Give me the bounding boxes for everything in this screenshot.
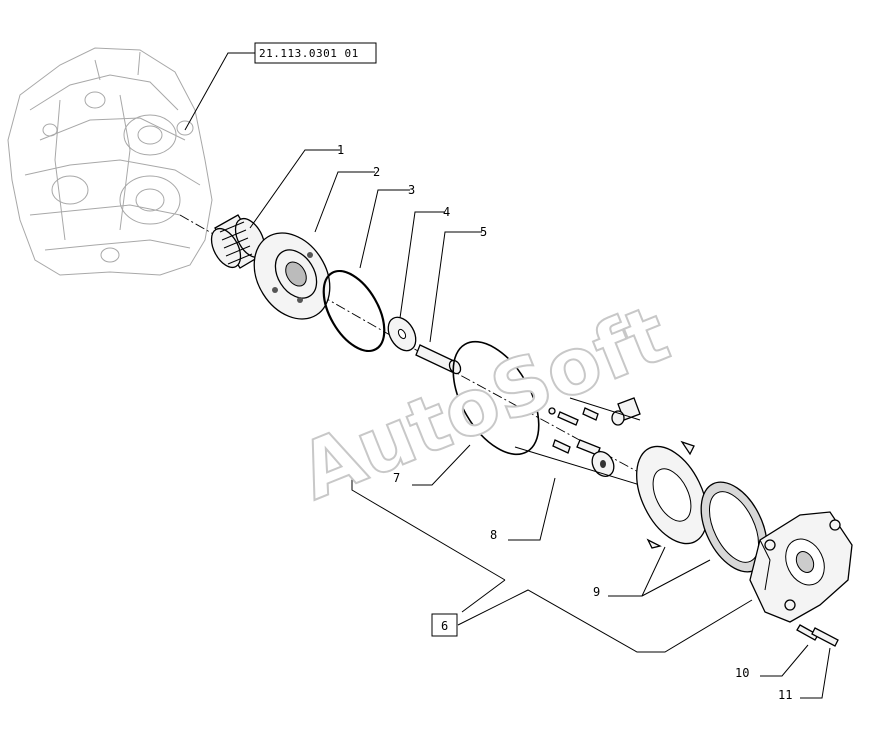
- callout-1: 1: [337, 143, 344, 157]
- callout-11: 11: [778, 688, 792, 702]
- part-2-piston-carrier: [253, 232, 331, 320]
- cover-housing: [749, 511, 853, 623]
- drawing-reference-code: 21.113.0301 01: [259, 47, 359, 60]
- part-5-shaft-pin: [415, 344, 462, 375]
- part-3-snap-ring: [322, 269, 386, 353]
- callout-8: 8: [490, 528, 497, 542]
- callout-6-box: [431, 613, 458, 637]
- callout-labels: 1 2 3 4 5 6 7 8 9 10 11: [337, 143, 792, 702]
- transmission-housing-drawing: [7, 47, 213, 276]
- part-9-clutch-plate: [636, 440, 708, 549]
- callout-10: 10: [735, 666, 749, 680]
- part-8-valve-kit: [514, 397, 641, 486]
- callout-7: 7: [393, 471, 400, 485]
- part-1-splined-drum: [210, 214, 266, 269]
- part-7-seal-ring: [452, 340, 540, 456]
- callout-9: 9: [593, 585, 600, 599]
- parts-10-11-bolts: [796, 624, 839, 647]
- part-4-washer: [387, 316, 417, 352]
- callout-leader-lines: [249, 149, 831, 699]
- callout-6: 6: [441, 619, 448, 633]
- callout-4: 4: [443, 205, 450, 219]
- drawing-reference-box: 21.113.0301 01: [184, 42, 377, 131]
- callout-3: 3: [408, 183, 415, 197]
- callout-2: 2: [373, 165, 380, 179]
- callout-5: 5: [480, 225, 487, 239]
- part-9-friction-disc: [700, 481, 768, 573]
